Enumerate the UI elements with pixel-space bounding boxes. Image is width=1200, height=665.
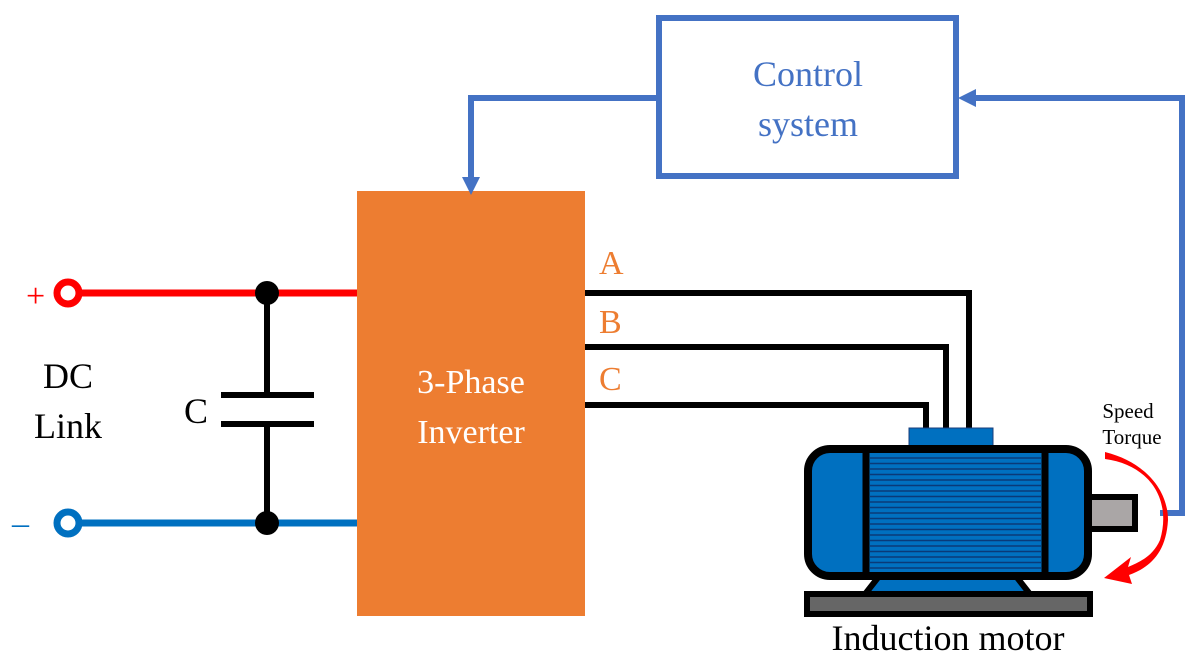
inverter-label-line1: 3-Phase [417, 364, 525, 401]
feedback-line [972, 95, 1185, 516]
control-label-line2: system [758, 104, 858, 144]
negative-symbol: – [11, 505, 30, 542]
inverter-label-line2: Inverter [417, 414, 525, 451]
motor-base [804, 591, 1093, 617]
phase-c-wire [585, 402, 929, 430]
motor-label: Induction motor [832, 618, 1065, 658]
phase-b-wire [585, 344, 949, 430]
phase-a-label: A [599, 245, 624, 282]
control-to-inverter-arrowhead [462, 177, 480, 195]
induction-motor-icon [804, 427, 1138, 617]
motor-shaft [1082, 494, 1138, 532]
inverter-block [357, 191, 585, 616]
control-system-block [656, 15, 959, 179]
torque-label: Torque [1102, 425, 1161, 449]
phase-c-label: C [599, 361, 622, 398]
phase-a-wire [585, 290, 972, 430]
control-label-line1: Control [753, 54, 863, 94]
phase-b-label: B [599, 304, 622, 341]
positive-symbol: + [26, 278, 45, 315]
speed-label: Speed [1102, 399, 1154, 423]
junction-dot-bottom [255, 511, 279, 535]
positive-terminal [53, 278, 83, 308]
feedback-arrowhead [958, 89, 976, 107]
capacitor-label: C [184, 391, 208, 431]
negative-terminal [53, 508, 83, 538]
dc-link-label-line1: DC [43, 356, 93, 396]
control-to-inverter-line [468, 95, 659, 180]
junction-dot-top [255, 281, 279, 305]
dc-link-label-line2: Link [34, 406, 102, 446]
